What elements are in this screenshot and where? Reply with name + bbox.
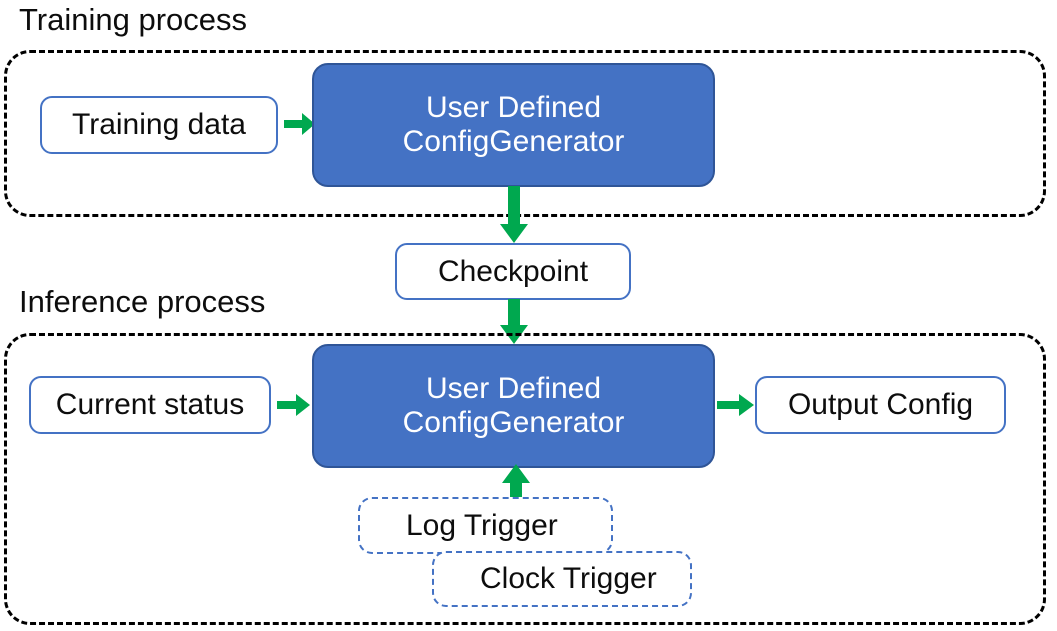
current-status-node[interactable]: Current status xyxy=(29,376,271,434)
inference-config-generator-node[interactable]: User Defined ConfigGenerator xyxy=(312,344,715,468)
arrow-triggers-to-generator xyxy=(500,464,532,502)
arrow-training-data-to-generator xyxy=(284,109,316,139)
training-generator-label-line1: User Defined xyxy=(425,91,602,125)
checkpoint-node[interactable]: Checkpoint xyxy=(395,243,631,300)
output-config-node[interactable]: Output Config xyxy=(755,376,1006,434)
training-data-node[interactable]: Training data xyxy=(40,96,278,154)
inference-process-caption: Inference process xyxy=(19,284,266,319)
inference-generator-label-line2: ConfigGenerator xyxy=(402,406,625,439)
arrow-generator-to-output-config xyxy=(717,390,755,420)
training-process-caption: Training process xyxy=(19,2,248,37)
current-status-label: Current status xyxy=(55,388,245,422)
clock-trigger-node[interactable]: Clock Trigger xyxy=(432,551,692,607)
training-config-generator-node[interactable]: User Defined ConfigGenerator xyxy=(312,63,715,187)
arrow-checkpoint-to-inference-generator xyxy=(498,299,530,345)
training-process-group xyxy=(4,50,1046,217)
arrow-current-status-to-generator xyxy=(277,390,311,420)
log-trigger-label: Log Trigger xyxy=(406,508,558,542)
training-generator-label-line2: ConfigGenerator xyxy=(402,125,625,158)
inference-generator-label-line1: User Defined xyxy=(425,372,602,406)
inference-process-group xyxy=(4,333,1046,625)
training-data-label: Training data xyxy=(72,108,246,142)
checkpoint-label: Checkpoint xyxy=(437,254,589,288)
output-config-label: Output Config xyxy=(787,388,974,422)
clock-trigger-label: Clock Trigger xyxy=(480,562,657,596)
arrow-generator-to-checkpoint xyxy=(498,186,530,244)
log-trigger-node[interactable]: Log Trigger xyxy=(358,497,613,554)
